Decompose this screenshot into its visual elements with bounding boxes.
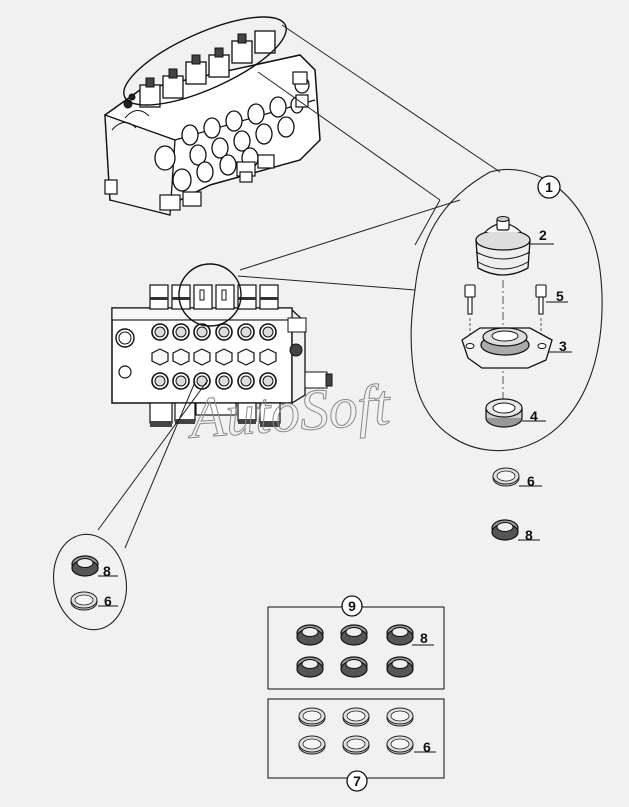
- valve-block-front: [111, 263, 333, 427]
- callout-5: 5: [546, 288, 568, 304]
- svg-text:8: 8: [420, 630, 428, 646]
- front-detail-circle: [178, 263, 242, 327]
- part-cap: [475, 216, 531, 276]
- svg-text:6: 6: [423, 739, 431, 755]
- top-detail-ellipse: [123, 16, 287, 106]
- callout-4: 4: [522, 408, 546, 424]
- part-screws: [464, 284, 547, 336]
- callout-2: 2: [530, 227, 554, 245]
- watermark: AutoSoft: [184, 372, 394, 451]
- svg-text:6: 6: [527, 473, 535, 489]
- svg-text:9: 9: [348, 598, 356, 614]
- callout-8-right: 8: [518, 527, 540, 543]
- svg-text:1: 1: [545, 179, 553, 195]
- kit-box-9: 9 8: [267, 595, 445, 690]
- kit-box-7: 6 7: [267, 698, 445, 792]
- svg-text:5: 5: [556, 288, 564, 304]
- svg-text:6: 6: [104, 593, 112, 609]
- leader-lines-left: [97, 379, 209, 549]
- valve-block-isometric: [104, 16, 321, 216]
- svg-text:7: 7: [353, 773, 361, 789]
- part-flange: [461, 327, 553, 369]
- spool-caps: [123, 30, 276, 109]
- svg-text:2: 2: [539, 227, 547, 243]
- part-bushing: [485, 398, 523, 428]
- svg-text:3: 3: [559, 338, 567, 354]
- part-ring-6: [492, 467, 520, 487]
- part-ring-8: [491, 519, 519, 541]
- leader-lines-top: [257, 24, 501, 201]
- detail-circle-group: [410, 168, 603, 452]
- svg-text:8: 8: [525, 527, 533, 543]
- callout-3: 3: [548, 338, 572, 354]
- callout-1: 1: [537, 175, 561, 199]
- callout-6-right: 6: [519, 473, 542, 489]
- leader-lines-front: [237, 199, 461, 291]
- svg-text:8: 8: [103, 563, 111, 579]
- svg-text:4: 4: [530, 408, 538, 424]
- left-detail-oval: 8 6: [53, 533, 127, 631]
